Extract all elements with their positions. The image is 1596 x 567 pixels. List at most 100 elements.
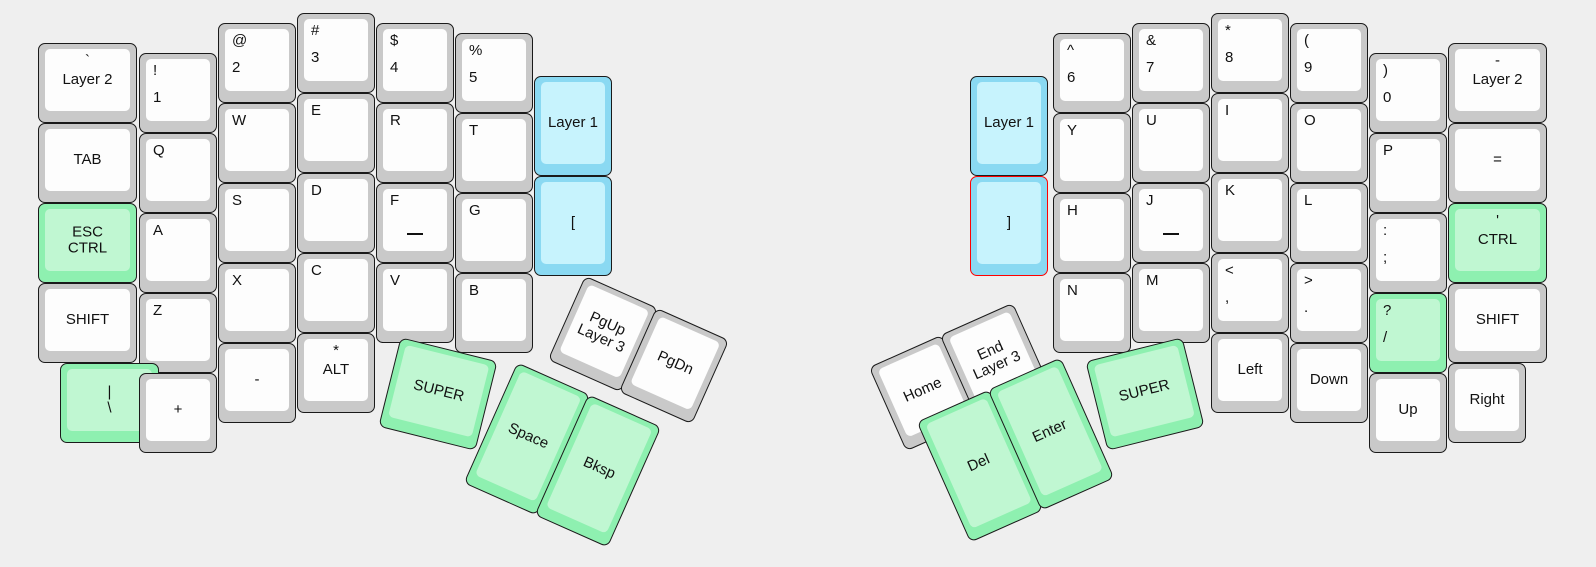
key-asterisk-alt[interactable]: *ALT: [297, 333, 375, 413]
key-y[interactable]: Y: [1053, 113, 1131, 193]
key-n[interactable]: N: [1053, 273, 1131, 353]
key-z[interactable]: Z: [139, 293, 217, 373]
keycap-legend-base: 0: [1383, 89, 1392, 106]
key-p[interactable]: P: [1369, 133, 1447, 213]
keycap-surface: *ALT: [304, 339, 368, 401]
key-semicolon-colon[interactable]: :;: [1369, 213, 1447, 293]
keycap-surface: Up: [1376, 379, 1440, 441]
key-super-right[interactable]: SUPER: [1085, 337, 1205, 451]
keycap-surface: SUPER: [388, 344, 490, 438]
key-quote-ctrl[interactable]: 'CTRL: [1448, 203, 1547, 283]
keycap-legend-shifted: Q: [153, 142, 165, 159]
key-s[interactable]: S: [218, 183, 296, 263]
key-6-caret[interactable]: ^6: [1053, 33, 1131, 113]
keycap-surface: ESC CTRL: [45, 209, 130, 271]
keycap-surface: %5: [462, 39, 526, 101]
keycap-legend-shifted: <: [1225, 262, 1234, 279]
keycap-legend-center: ]: [1006, 214, 1012, 232]
keycap-surface: <,: [1218, 259, 1282, 321]
keycap-legend-center: -: [254, 371, 260, 389]
keycap-legend-shifted: W: [232, 112, 247, 129]
keycap-surface: Left: [1218, 339, 1282, 401]
key-v[interactable]: V: [376, 263, 454, 343]
key-layer1[interactable]: Layer 1: [534, 76, 612, 176]
key-comma-lt[interactable]: <,: [1211, 253, 1289, 333]
keycap-surface: Z: [146, 299, 210, 361]
keycap-legend-shifted: $: [390, 32, 399, 49]
keycap-surface: | \: [67, 369, 152, 431]
key-minus[interactable]: -: [218, 343, 296, 423]
key-super-left[interactable]: SUPER: [378, 337, 498, 451]
keycap-legend-base: /: [1383, 329, 1388, 346]
key-t[interactable]: T: [455, 113, 533, 193]
key-left[interactable]: Left: [1211, 333, 1289, 413]
key-l[interactable]: L: [1290, 183, 1368, 263]
key-esc-ctrl[interactable]: ESC CTRL: [38, 203, 137, 283]
key-h[interactable]: H: [1053, 193, 1131, 273]
key-g[interactable]: G: [455, 193, 533, 273]
key-7-ampersand[interactable]: &7: [1132, 23, 1210, 103]
key-m[interactable]: M: [1132, 263, 1210, 343]
keycap-legend-shifted: O: [1304, 112, 1316, 129]
keycap-surface: =: [1455, 129, 1540, 191]
keycap-legend-shifted: (: [1304, 32, 1309, 49]
key-right[interactable]: Right: [1448, 363, 1526, 443]
key-w[interactable]: W: [218, 103, 296, 183]
keycap-surface: J: [1139, 189, 1203, 251]
key-up[interactable]: Up: [1369, 373, 1447, 453]
keycap-legend-shifted: :: [1383, 222, 1388, 239]
keycap-legend-shifted: P: [1383, 142, 1394, 159]
key-plus[interactable]: +: [139, 373, 217, 453]
keycap-surface: SUPER: [1093, 344, 1195, 438]
keycap-legend-shifted: Y: [1067, 122, 1078, 139]
key-a[interactable]: A: [139, 213, 217, 293]
key-0-paren-close[interactable]: )0: [1369, 53, 1447, 133]
key-r[interactable]: R: [376, 103, 454, 183]
key-shift[interactable]: SHIFT: [38, 283, 137, 363]
key-grave-layer2[interactable]: `Layer 2: [38, 43, 137, 123]
key-i[interactable]: I: [1211, 93, 1289, 173]
keycap-legend-base: ;: [1383, 249, 1388, 266]
key-d[interactable]: D: [297, 173, 375, 253]
key-f[interactable]: F: [376, 183, 454, 263]
keycap-surface: @2: [225, 29, 289, 91]
keycap-legend-base: 4: [390, 59, 399, 76]
key-1-exclaim[interactable]: !1: [139, 53, 217, 133]
key-layer1-right[interactable]: Layer 1: [970, 76, 1048, 176]
key-tab[interactable]: TAB: [38, 123, 137, 203]
keycap-surface: P: [1376, 139, 1440, 201]
key-j[interactable]: J: [1132, 183, 1210, 263]
keycap-legend-stacked: | \: [107, 383, 112, 416]
key-e[interactable]: E: [297, 93, 375, 173]
key-b[interactable]: B: [455, 273, 533, 353]
key-shift-right[interactable]: SHIFT: [1448, 283, 1547, 363]
keycap-surface: !1: [146, 59, 210, 121]
keycap-surface: T: [462, 119, 526, 181]
key-4-dollar[interactable]: $4: [376, 23, 454, 103]
key-period-gt[interactable]: >.: [1290, 263, 1368, 343]
keycap-surface: Right: [1455, 369, 1519, 431]
keycap-legend-shifted: Z: [153, 302, 163, 319]
key-o[interactable]: O: [1290, 103, 1368, 183]
key-2-at[interactable]: @2: [218, 23, 296, 103]
keycap-surface: F: [383, 189, 447, 251]
key-slash-question[interactable]: ?/: [1369, 293, 1447, 373]
key-bracket-left[interactable]: [: [534, 176, 612, 276]
keycap-surface: D: [304, 179, 368, 241]
key-c[interactable]: C: [297, 253, 375, 333]
key-bracket-right[interactable]: ]: [970, 176, 1048, 276]
key-u[interactable]: U: [1132, 103, 1210, 183]
key-equal[interactable]: =: [1448, 123, 1547, 203]
key-minus-layer2[interactable]: -Layer 2: [1448, 43, 1547, 123]
key-q[interactable]: Q: [139, 133, 217, 213]
key-8-asterisk[interactable]: *8: [1211, 13, 1289, 93]
key-x[interactable]: X: [218, 263, 296, 343]
key-3-hash[interactable]: #3: [297, 13, 375, 93]
key-down[interactable]: Down: [1290, 343, 1368, 423]
keycap-legend-center: Space: [505, 419, 552, 453]
key-5-percent[interactable]: %5: [455, 33, 533, 113]
keycap-legend-shifted: G: [469, 202, 481, 219]
key-k[interactable]: K: [1211, 173, 1289, 253]
key-9-paren-open[interactable]: (9: [1290, 23, 1368, 103]
